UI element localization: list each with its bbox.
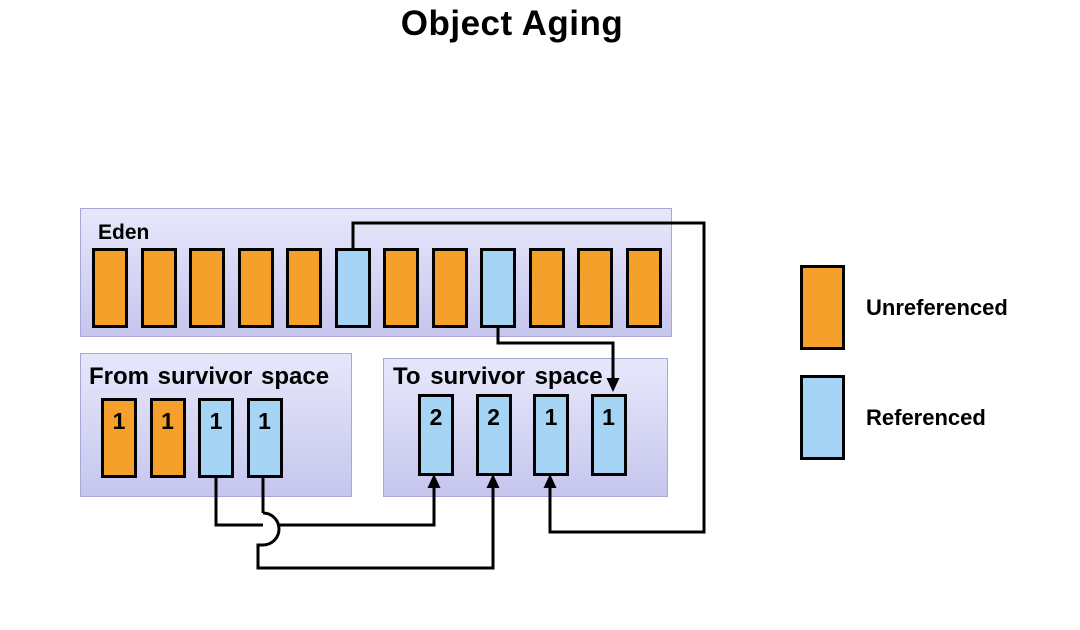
line-hop-fill [263,513,279,545]
block-age-label: 1 [112,408,126,434]
block-age-label: 1 [258,408,271,434]
eden-object-block [286,248,322,328]
from-survivor-space-label: From survivor space [89,363,330,390]
to-survivor-space-label: To survivor space [393,363,603,390]
from-survivor-object-block: 1 [246,398,283,478]
eden-object-block [140,248,177,328]
referenced-label: Referenced [866,404,986,430]
referenced-swatch [800,375,845,460]
legend-item-unreferenced: Unreferenced [800,265,1008,350]
legend-item-referenced: Referenced [800,375,986,460]
from-survivor-blocks-row: 1 1 1 1 [101,398,283,478]
eden-object-block [237,248,274,328]
block-age-label: 1 [544,404,558,430]
eden-blocks-row [92,248,662,328]
block-age-label: 1 [602,404,615,430]
block-age-label: 1 [209,408,223,434]
block-age-label: 2 [487,404,500,430]
eden-object-block [528,248,565,328]
eden-object-block [383,248,419,328]
from-survivor-object-block: 1 [198,398,234,478]
eden-object-block [625,248,662,328]
to-survivor-space-panel: To survivor space 2 2 1 1 [383,358,668,497]
to-survivor-blocks-row: 2 2 1 1 [418,394,627,476]
to-survivor-object-block: 2 [418,394,454,476]
block-age-label: 2 [429,404,443,430]
from-survivor-object-block: 1 [149,398,186,478]
eden-object-block [480,248,516,328]
eden-object-block [431,248,468,328]
eden-object-block [334,248,371,328]
eden-space-panel: Eden [80,208,672,337]
to-survivor-object-block: 2 [475,394,512,476]
from-survivor-space-panel: From survivor space 1 1 1 1 [80,353,352,497]
eden-object-block [577,248,613,328]
eden-label: Eden [98,221,150,244]
unreferenced-label: Unreferenced [866,294,1008,320]
slide-title: Object Aging [400,4,624,43]
to-survivor-object-block: 1 [590,394,627,476]
unreferenced-swatch [800,265,845,350]
from-survivor-object-block: 1 [101,398,137,478]
line-hop-arc [262,511,281,547]
eden-object-block [92,248,128,328]
eden-object-block [189,248,225,328]
block-age-label: 1 [161,408,174,434]
to-survivor-object-block: 1 [533,394,569,476]
